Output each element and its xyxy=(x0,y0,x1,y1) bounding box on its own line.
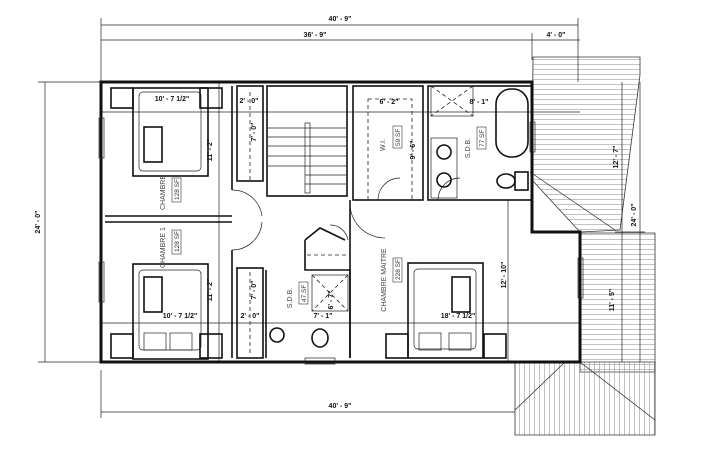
room-area: 77 SF xyxy=(479,130,486,147)
dim-top-right: 4' - 0" xyxy=(547,32,566,39)
dim-right-upper: 12' - 7" xyxy=(613,146,620,169)
room-area: 128 SF xyxy=(174,231,181,252)
sinks xyxy=(269,137,458,343)
closet-top-width: 2' - 0" xyxy=(240,98,259,105)
room-area: 228 SF xyxy=(395,259,402,280)
bed-chambre-maitre xyxy=(385,262,507,359)
room-chambre-1: CHAMBRE 1 128 SF 10' - 7 1/2" 11' - 2" xyxy=(160,227,214,320)
closets: 2' - 0" 7' - 0" 2' - 0" 7' - 0" xyxy=(240,98,260,320)
room-name: CHAMBRE 1 xyxy=(160,227,167,268)
room-name: S.D.B. xyxy=(287,288,294,308)
room-area: 128 SF xyxy=(174,179,181,200)
dim-left-total: 24' - 0" xyxy=(35,211,42,234)
roof-bottom xyxy=(514,361,656,436)
room-area: 59 SF xyxy=(395,129,402,146)
dim-bottom-total: 40' - 9" xyxy=(329,403,352,410)
room-name: W.I. xyxy=(380,139,387,151)
room-name: CHAMBRE xyxy=(160,175,167,210)
closet-bottom-depth: 7' - 0" xyxy=(251,281,258,300)
closet-bottom-width: 2' - 0" xyxy=(241,313,260,320)
dimension-lines xyxy=(38,18,645,418)
exterior-wall xyxy=(99,80,582,364)
dim-width: 10' - 7 1/2" xyxy=(155,96,190,103)
showers xyxy=(311,85,474,312)
room-sdb-master: 8' - 1" S.D.B. 77 SF xyxy=(465,99,489,158)
room-area: 47 SF xyxy=(301,285,308,302)
room-chambre-maitre: CHAMBRE MAITRE 228 SF 18' - 7 1/2" 12' -… xyxy=(381,248,508,320)
dim-width: 7' - 1" xyxy=(314,313,333,320)
dim-top-total: 40' - 9" xyxy=(329,16,352,23)
dim-width: 10' - 7 1/2" xyxy=(163,313,198,320)
stairs xyxy=(268,122,346,194)
roof-upper-right xyxy=(529,56,641,233)
dim-depth: 11' - 2" xyxy=(207,279,214,302)
dim-depth: 11' - 2" xyxy=(207,139,214,162)
room-walk-in: 6' - 2" W.I. 59 SF 9' - 6" xyxy=(380,99,418,160)
dim-width: 6' - 2" xyxy=(380,99,399,106)
dim-depth: 6' - 7" xyxy=(328,291,335,310)
bathtub xyxy=(495,88,529,158)
dim-right-lower: 11' - 5" xyxy=(609,289,616,312)
dim-width: 8' - 1" xyxy=(470,99,489,106)
closet-top-depth: 7' - 0" xyxy=(251,123,258,142)
dim-width: 18' - 7 1/2" xyxy=(441,313,476,320)
bed-chambre-1 xyxy=(110,263,223,360)
dim-top-main: 36' - 9" xyxy=(304,32,327,39)
interior-walls xyxy=(105,85,533,359)
dim-depth: 9' - 6" xyxy=(410,141,417,160)
dim-right-total: 24' - 0" xyxy=(631,204,638,227)
dim-depth: 12' - 10" xyxy=(501,262,508,289)
bed-chambre-top xyxy=(110,87,223,177)
room-chambre-top: 10' - 7 1/2" 11' - 2" CHAMBRE 128 SF xyxy=(155,96,214,210)
room-name: CHAMBRE MAITRE xyxy=(381,248,388,312)
room-name: S.D.B. xyxy=(465,138,472,158)
windows xyxy=(98,117,584,365)
room-sdb-small: S.D.B. 47 SF 7' - 1" 6' - 7" xyxy=(287,281,335,320)
roof-lower-right xyxy=(579,232,656,373)
toilets xyxy=(311,171,529,348)
